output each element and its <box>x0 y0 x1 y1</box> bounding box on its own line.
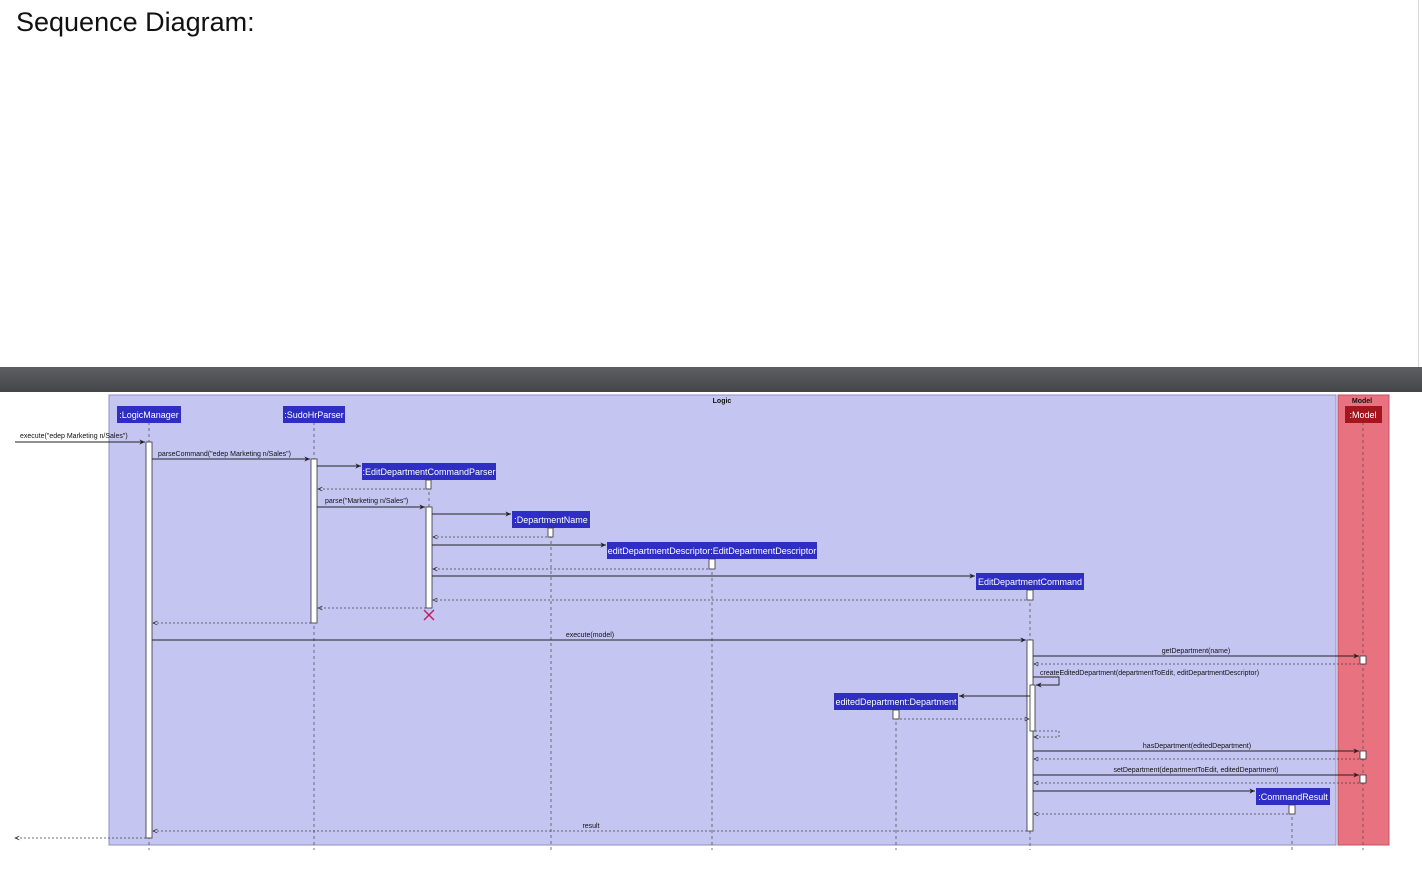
activation-model-get <box>1359 655 1367 665</box>
activation-edit-department-command-nested <box>1029 684 1036 732</box>
activation-parser-parse <box>425 506 433 609</box>
msg-parse-command-label: parseCommand("edep Marketing n/Sales") <box>158 451 291 458</box>
logic-box-label: Logic <box>713 398 732 405</box>
activation-edited-department <box>892 709 900 720</box>
participant-edit-department-command-parser-label: :EditDepartmentCommandParser <box>362 467 495 477</box>
msg-get-department-label: getDepartment(name) <box>1162 648 1230 655</box>
logic-box <box>108 394 1337 846</box>
msg-has-department-label: hasDepartment(editedDepartment) <box>1143 743 1251 750</box>
participant-logic-manager: :LogicManager <box>117 406 181 423</box>
document-pane: Sequence Diagram: <box>0 0 1419 367</box>
msg-set-department-label: setDepartment(departmentToEdit, editedDe… <box>1114 767 1279 774</box>
model-box-label: Model <box>1352 398 1372 405</box>
model-box <box>1337 394 1390 846</box>
activation-command-result <box>1288 804 1296 815</box>
participant-edited-department-label: editedDepartment:Department <box>835 697 957 707</box>
return-create-edited-department <box>1034 730 1060 737</box>
activation-model-set <box>1359 774 1367 784</box>
activation-department-name <box>547 527 554 538</box>
activation-model-has <box>1359 750 1367 760</box>
activation-sudohr-parser <box>310 458 318 624</box>
participant-department-name: :DepartmentName <box>512 511 590 528</box>
participant-edit-department-command-parser: :EditDepartmentCommandParser <box>362 463 496 480</box>
sequence-diagram: Logic Model :LogicManager :SudoHrParser … <box>0 394 1390 850</box>
participant-edit-department-descriptor: editDepartmentDescriptor:EditDepartmentD… <box>607 542 817 559</box>
participant-edit-department-command-label: EditDepartmentCommand <box>978 577 1082 587</box>
participant-model-label: :Model <box>1349 410 1376 420</box>
msg-execute-model-label: execute(model) <box>566 632 614 639</box>
activation-edit-department-descriptor <box>708 558 716 570</box>
participant-command-result-label: :CommandResult <box>1258 792 1328 802</box>
participant-department-name-label: :DepartmentName <box>514 515 588 525</box>
participant-edit-department-descriptor-label: editDepartmentDescriptor:EditDepartmentD… <box>608 546 817 556</box>
destroy-mark <box>423 609 435 621</box>
participant-model: :Model <box>1345 406 1382 423</box>
msg-create-edited-department-arrow <box>1033 676 1060 688</box>
activation-logic-manager <box>145 441 153 839</box>
participant-sudohr-parser-label: :SudoHrParser <box>284 410 344 420</box>
pane-divider[interactable] <box>0 367 1422 392</box>
return-result-label: result <box>582 823 599 830</box>
page-heading: Sequence Diagram: <box>16 7 255 37</box>
msg-parse-label: parse("Marketing n/Sales") <box>325 498 408 505</box>
participant-edited-department: editedDepartment:Department <box>834 693 958 710</box>
participant-logic-manager-label: :LogicManager <box>119 410 179 420</box>
participant-command-result: :CommandResult <box>1256 788 1330 805</box>
activation-parser-create <box>425 479 432 490</box>
activation-edit-department-command-execute <box>1026 639 1034 832</box>
msg-execute-input-label: execute("edep Marketing n/Sales") <box>20 433 128 440</box>
participant-sudohr-parser: :SudoHrParser <box>283 406 345 423</box>
participant-edit-department-command: EditDepartmentCommand <box>976 573 1084 590</box>
msg-create-edited-department-label: createEditedDepartment(departmentToEdit,… <box>1040 670 1259 677</box>
activation-edit-department-command-create <box>1026 589 1034 601</box>
